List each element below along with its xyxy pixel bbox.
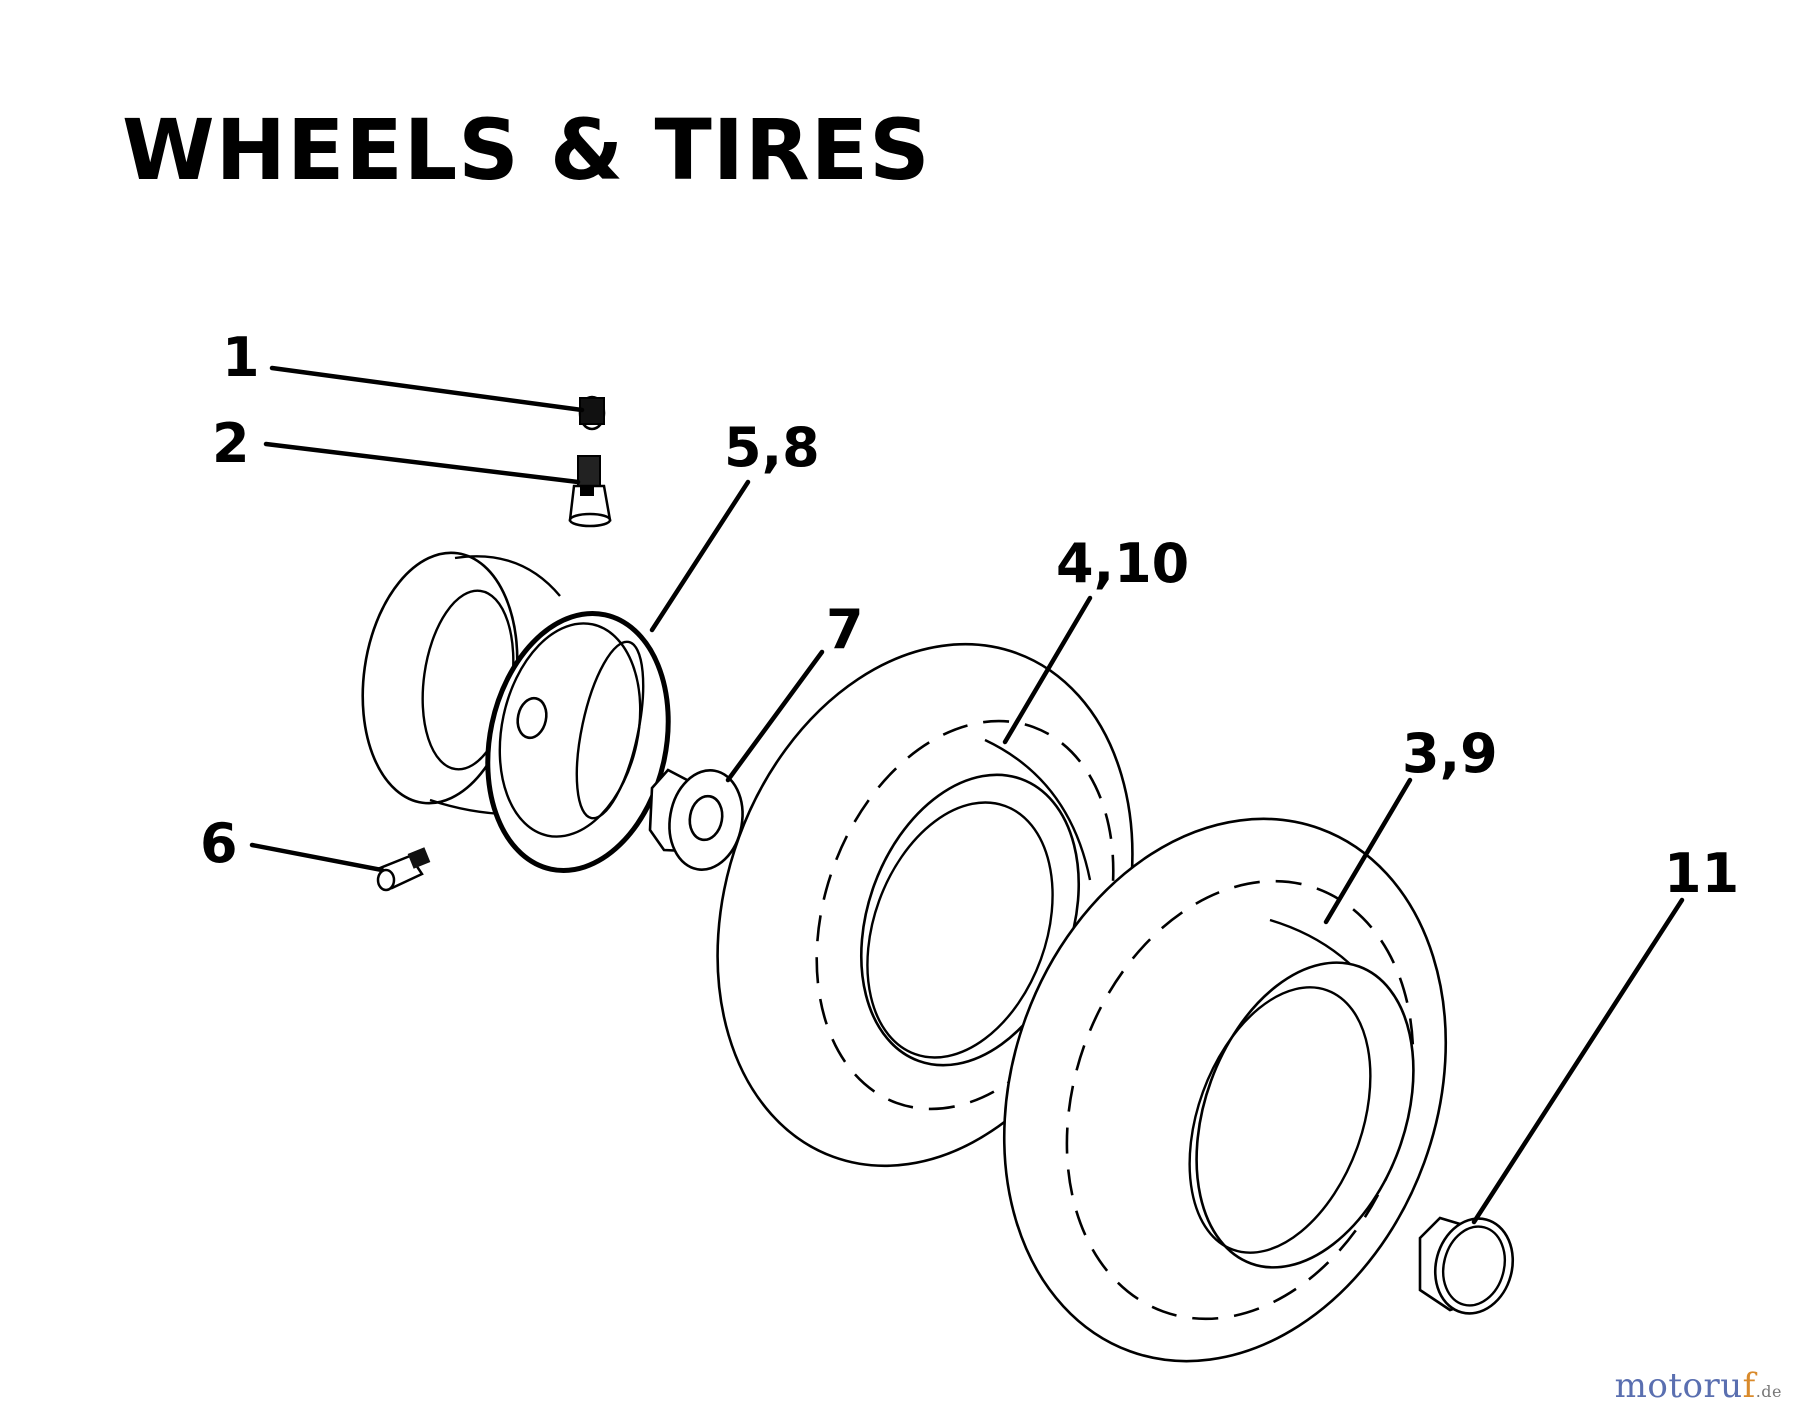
leader-line-4-10 (1002, 595, 1093, 745)
leader-line-1 (269, 365, 585, 413)
callout-11: 11 (1664, 842, 1739, 905)
leader-line-6 (249, 842, 385, 873)
leader-line-5-8 (649, 479, 751, 633)
leader-line-11 (1471, 897, 1685, 1225)
callout-2: 2 (212, 412, 250, 475)
leader-line-3-9 (1323, 777, 1413, 925)
diagram-title: WHEELS & TIRES (122, 101, 931, 199)
bushing-part[interactable] (648, 765, 750, 876)
callout-1: 1 (222, 326, 260, 389)
leader-line-2 (263, 441, 581, 485)
tire-sleeve-part[interactable] (1418, 1210, 1523, 1322)
callout-7: 7 (826, 598, 864, 661)
leader-line-7 (725, 649, 825, 783)
callout-5-8: 5,8 (724, 416, 820, 479)
callout-6: 6 (200, 812, 238, 875)
watermark-main: motoru (1614, 1366, 1743, 1406)
grease-fitting-part[interactable] (376, 847, 431, 892)
motoruf-watermark: motoruf.de (1615, 1366, 1782, 1406)
rear-tire-part[interactable] (931, 756, 1520, 1414)
watermark-accent: f (1742, 1366, 1756, 1406)
callout-3-9: 3,9 (1402, 722, 1498, 785)
wheel-rim-part[interactable] (347, 543, 691, 888)
valve-stem-part[interactable] (568, 455, 612, 528)
valve-cap-part[interactable] (578, 395, 606, 431)
watermark-tld: .de (1755, 1382, 1782, 1401)
callout-4-10: 4,10 (1056, 532, 1189, 595)
